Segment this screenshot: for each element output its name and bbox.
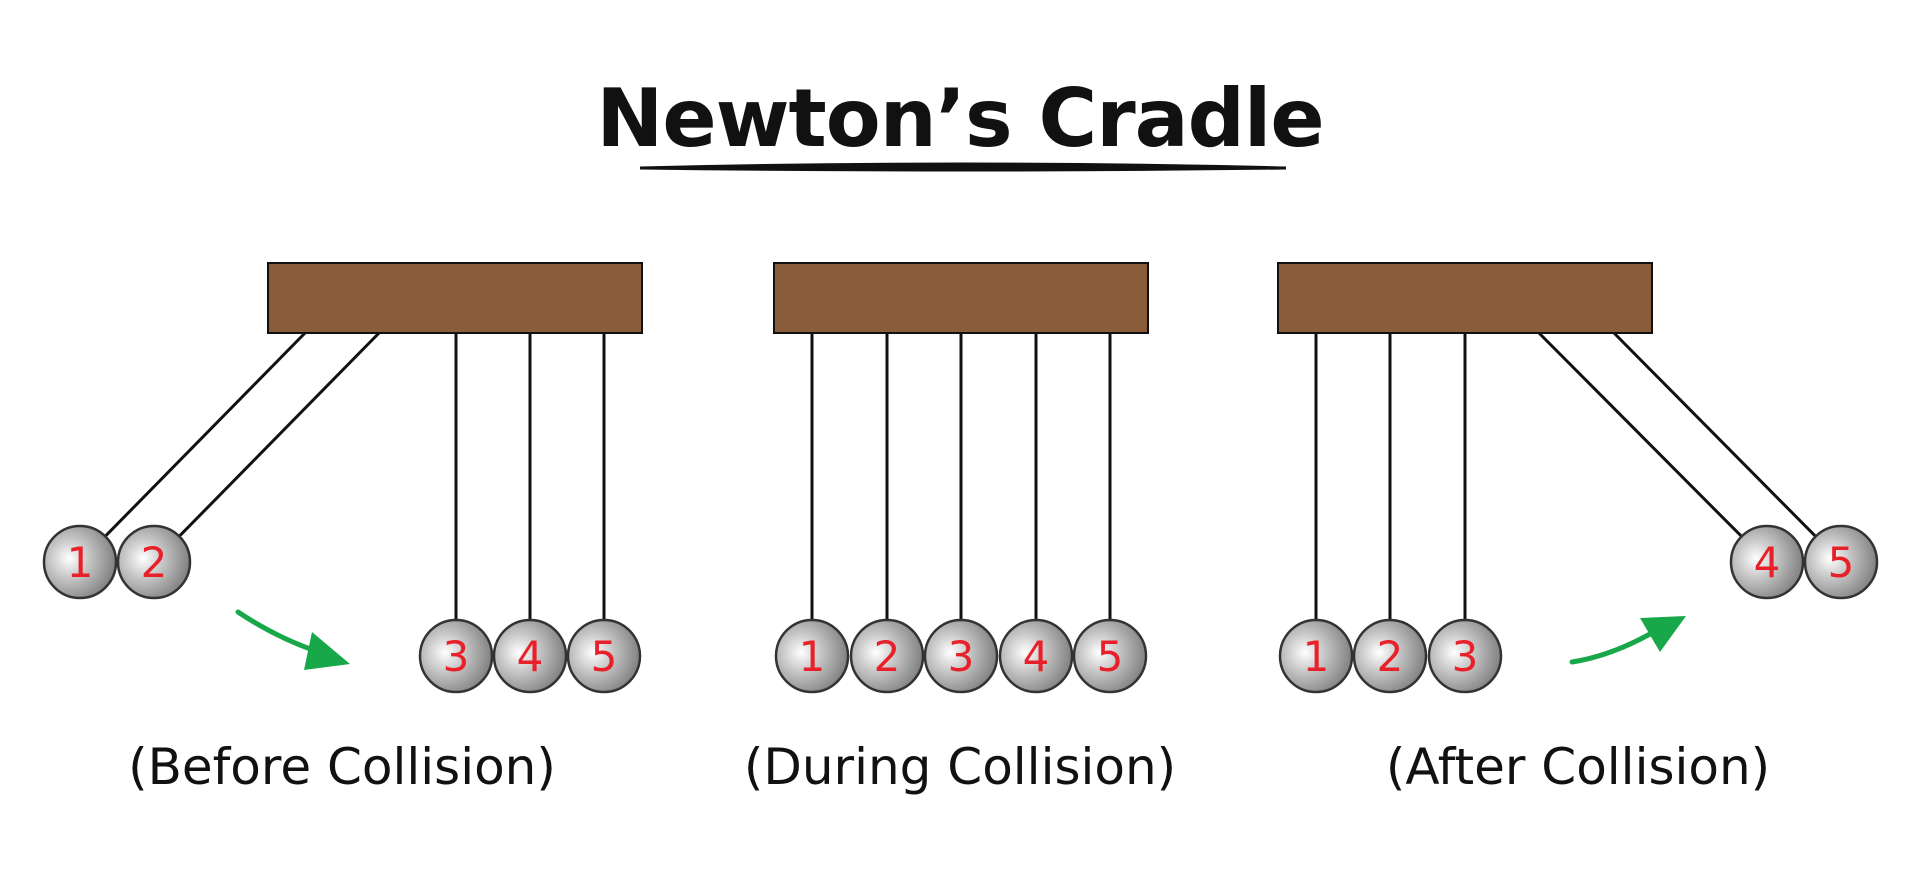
ball-number-after-2: 2 (1377, 632, 1404, 681)
ball-after-1 (1278, 618, 1354, 694)
ball-number-before-2: 2 (141, 538, 168, 587)
ball-number-after-5: 5 (1828, 538, 1855, 587)
frame-before (267, 262, 643, 334)
ball-after-2 (1352, 618, 1428, 694)
ball-during-2 (849, 618, 925, 694)
string-before-2 (178, 331, 381, 538)
ball-before-1 (42, 524, 118, 600)
ball-number-before-4: 4 (517, 632, 544, 681)
caption-during: (During Collision) (743, 738, 1177, 796)
diagram-title: Newton’s Cradle (596, 72, 1324, 165)
frame-after (1277, 262, 1653, 334)
ball-after-4 (1729, 524, 1805, 600)
ball-before-3 (418, 618, 494, 694)
ball-during-5 (1072, 618, 1148, 694)
ball-number-after-4: 4 (1754, 538, 1781, 587)
motion-arrow-after (1569, 631, 1653, 665)
ball-before-4 (492, 618, 568, 694)
ball-number-before-5: 5 (591, 632, 618, 681)
ball-number-after-3: 3 (1452, 632, 1479, 681)
ball-before-5 (566, 618, 642, 694)
motion-arrowhead-after (1640, 616, 1686, 652)
ball-number-during-5: 5 (1097, 632, 1124, 681)
string-before-1 (104, 331, 307, 538)
ball-number-during-1: 1 (799, 632, 826, 681)
string-after-4 (1537, 331, 1743, 538)
ball-before-2 (116, 524, 192, 600)
caption-before: (Before Collision) (128, 738, 556, 796)
ball-during-3 (923, 618, 999, 694)
ball-number-after-1: 1 (1303, 632, 1330, 681)
ball-number-before-1: 1 (67, 538, 94, 587)
ball-after-5 (1803, 524, 1879, 600)
ball-number-during-2: 2 (874, 632, 901, 681)
motion-arrowhead-before (304, 632, 350, 670)
ball-number-during-3: 3 (948, 632, 975, 681)
ball-during-1 (774, 618, 850, 694)
frame-during (773, 262, 1149, 334)
ball-number-before-3: 3 (443, 632, 470, 681)
ball-number-during-4: 4 (1023, 632, 1050, 681)
ball-during-4 (998, 618, 1074, 694)
title-underline (639, 162, 1287, 172)
string-after-5 (1612, 331, 1817, 538)
ball-after-3 (1427, 618, 1503, 694)
caption-after: (After Collision) (1385, 738, 1771, 796)
